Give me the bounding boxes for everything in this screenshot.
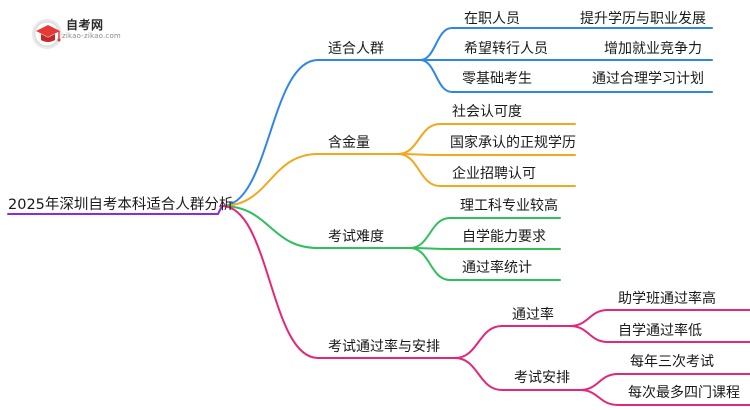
node-national-degree: 国家承认的正规学历 — [450, 135, 576, 151]
edge-branch3-b — [409, 247, 561, 250]
edge-branch4-passrate — [454, 325, 571, 359]
edge-branch2-c — [397, 153, 576, 187]
edge-branch1-c — [419, 59, 576, 93]
leaf-self-study-low: 自学通过率低 — [618, 323, 702, 339]
leaf-competitiveness: 增加就业竞争力 — [604, 41, 702, 57]
leaf-tutoring-high: 助学班通过率高 — [618, 291, 716, 307]
branch-pass-rate-schedule: 考试通过率与安排 — [328, 339, 440, 355]
edge-root-branch2 — [221, 153, 319, 207]
edge-branch3-c — [409, 247, 561, 281]
node-self-study-ability: 自学能力要求 — [462, 229, 546, 245]
logo-url: zikao-zikao.com — [62, 32, 121, 40]
edge-root-branch3 — [221, 205, 319, 249]
node-working-staff: 在职人员 — [464, 11, 520, 27]
root-underline — [7, 205, 223, 215]
branch-exam-difficulty: 考试难度 — [328, 229, 384, 245]
node-zero-foundation: 零基础考生 — [462, 71, 532, 87]
logo-title: 自考网 — [66, 18, 104, 32]
node-career-changers: 希望转行人员 — [464, 41, 548, 57]
edge-schedule-b — [579, 389, 750, 406]
edge-passrate-a — [569, 309, 750, 327]
edge-passrate-b — [569, 325, 750, 343]
edge-branch2-a — [397, 123, 576, 155]
node-employer-recognition: 企业招聘认可 — [452, 166, 536, 182]
node-science-majors: 理工科专业较高 — [460, 198, 558, 214]
branch-suitable-people: 适合人群 — [328, 41, 384, 57]
edge-root-branch4 — [221, 205, 319, 359]
edge-branch4-schedule — [454, 357, 581, 391]
edge-root-branch1 — [221, 59, 319, 207]
node-exam-schedule: 考试安排 — [514, 370, 570, 386]
root-node: 2025年深圳自考本科适合人群分析 — [8, 197, 234, 213]
edge-branch3-a — [409, 217, 561, 249]
site-logo[interactable] — [28, 14, 148, 54]
leaf-promote-degree: 提升学历与职业发展 — [580, 11, 706, 27]
node-social-recognition: 社会认可度 — [452, 104, 522, 120]
edge-schedule-a — [579, 373, 750, 391]
edge-branch1-a — [419, 27, 576, 61]
edge-branch2-b — [397, 153, 576, 156]
node-pass-rate-stats: 通过率统计 — [462, 260, 532, 276]
leaf-study-plan: 通过合理学习计划 — [592, 71, 704, 87]
branch-value: 含金量 — [328, 135, 370, 151]
leaf-four-courses: 每次最多四门课程 — [628, 385, 740, 401]
node-pass-rate: 通过率 — [512, 307, 554, 323]
graduation-cap-icon — [32, 19, 62, 49]
leaf-three-exams: 每年三次考试 — [630, 354, 714, 370]
